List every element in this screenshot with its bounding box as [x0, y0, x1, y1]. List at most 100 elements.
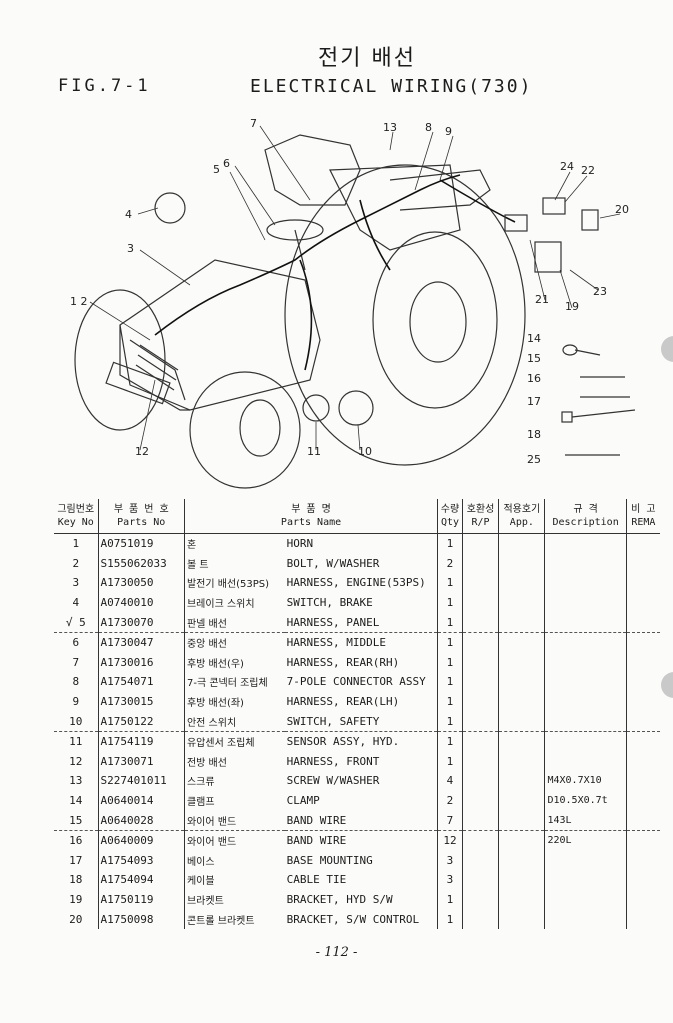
key-no-cell: 11 — [54, 731, 99, 752]
part-number-cell: A0640014 — [98, 790, 185, 811]
rp-cell — [462, 553, 500, 574]
remarks-cell — [626, 672, 660, 692]
rp-cell — [462, 691, 500, 712]
english-name-cell: CLAMP — [284, 790, 439, 811]
part-number-cell: A1750122 — [98, 711, 185, 732]
description-cell — [544, 691, 627, 712]
rear-wheel-outer — [284, 164, 526, 466]
remarks-cell — [626, 573, 660, 593]
key-no-cell: 13 — [54, 771, 99, 791]
qty-cell: 1 — [437, 751, 463, 772]
app-cell — [498, 810, 546, 831]
app-cell — [498, 672, 546, 692]
part-number-cell: S155062033 — [98, 553, 185, 574]
qty-cell: 1 — [437, 632, 463, 653]
app-cell — [498, 870, 546, 890]
callout-9: 9 — [445, 125, 452, 138]
english-name-cell: CABLE TIE — [284, 870, 439, 890]
callout-11: 11 — [307, 445, 321, 458]
english-name-cell: SWITCH, BRAKE — [284, 592, 439, 613]
korean-name-cell: 안전 스위치 — [184, 711, 285, 732]
english-name-cell: SWITCH, SAFETY — [284, 711, 439, 732]
key-no-cell: 2 — [54, 553, 99, 574]
english-name-cell: HARNESS, MIDDLE — [284, 632, 439, 653]
key-no-cell: 12 — [54, 751, 99, 772]
qty-cell: 2 — [437, 790, 463, 811]
english-name-cell: BAND WIRE — [284, 830, 439, 851]
remarks-cell — [626, 851, 660, 871]
description-cell — [544, 652, 627, 673]
callout-7: 7 — [250, 117, 257, 130]
part-number-cell: A1750119 — [98, 889, 185, 910]
key-no-cell: 20 — [54, 909, 99, 929]
remarks-cell — [626, 554, 660, 574]
callout-18: 18 — [527, 428, 541, 441]
key-no-cell: 17 — [54, 850, 99, 871]
remarks-cell — [626, 612, 660, 633]
app-cell — [498, 711, 546, 732]
korean-name-cell: 7-극 콘넥터 조립체 — [186, 678, 268, 690]
app-cell — [498, 553, 546, 574]
english-name-cell: HORN — [284, 533, 439, 554]
remarks-cell — [626, 653, 660, 673]
description-cell — [544, 533, 627, 554]
remarks-cell — [626, 909, 660, 929]
english-name-cell: SENSOR ASSY, HYD. — [284, 731, 439, 752]
korean-name-cell: 와이어 밴드 — [184, 810, 285, 831]
english-name-cell: HARNESS, FRONT — [284, 751, 439, 772]
remarks-cell — [626, 731, 660, 751]
remarks-cell — [626, 890, 660, 910]
rp-cell — [462, 632, 500, 653]
key-no-cell: 10 — [54, 711, 99, 732]
korean-name-cell: 와이어 밴드 — [186, 837, 237, 849]
remarks-cell — [626, 791, 660, 811]
description-cell — [544, 672, 627, 692]
rp-cell — [462, 830, 500, 851]
rp-cell — [462, 573, 500, 593]
english-name-cell: BRACKET, S/W CONTROL — [284, 909, 439, 929]
rp-cell — [462, 711, 500, 732]
page-number: - 112 - — [315, 945, 358, 960]
remarks-cell — [626, 593, 660, 613]
rp-cell — [462, 850, 500, 871]
part-number-cell: A1730071 — [98, 751, 185, 772]
description-cell — [544, 889, 627, 910]
qty-cell: 1 — [437, 533, 463, 554]
callout-17: 17 — [527, 395, 541, 408]
callout-12-top: 1 2 — [70, 295, 88, 308]
korean-name-cell: 판넬 배선 — [184, 612, 285, 633]
korean-name-cell: 케이블 — [186, 876, 215, 888]
binder-hole — [661, 336, 673, 362]
page-title-english: ELECTRICAL WIRING(730) — [250, 76, 533, 97]
part-number-cell: A1730047 — [98, 632, 185, 653]
app-cell — [498, 612, 546, 633]
app-cell — [498, 632, 546, 653]
english-name-cell: HARNESS, ENGINE(53PS) — [284, 573, 439, 593]
key-no-cell: 4 — [54, 592, 99, 613]
korean-name-cell: 발전기 배선(53PS) — [186, 579, 270, 591]
korean-name-cell: 유압센서 조립체 — [186, 738, 255, 750]
front-wheel-left — [74, 289, 166, 431]
figure-label: FIG.7-1 — [58, 76, 151, 96]
description-cell — [544, 553, 627, 574]
part-number-cell: A1730070 — [98, 612, 185, 633]
part-number-cell: A0751019 — [98, 533, 185, 554]
qty-cell: 1 — [437, 731, 463, 752]
english-name-cell: HARNESS, REAR(LH) — [284, 691, 439, 712]
description-cell — [544, 870, 627, 890]
remarks-cell — [626, 771, 660, 791]
korean-name-cell: 브라켓트 — [186, 895, 224, 907]
callout-12: 12 — [135, 445, 149, 458]
connector-part — [504, 214, 528, 232]
description-cell: 220L — [544, 830, 627, 851]
rp-cell — [462, 889, 500, 910]
callout-23: 23 — [593, 285, 607, 298]
